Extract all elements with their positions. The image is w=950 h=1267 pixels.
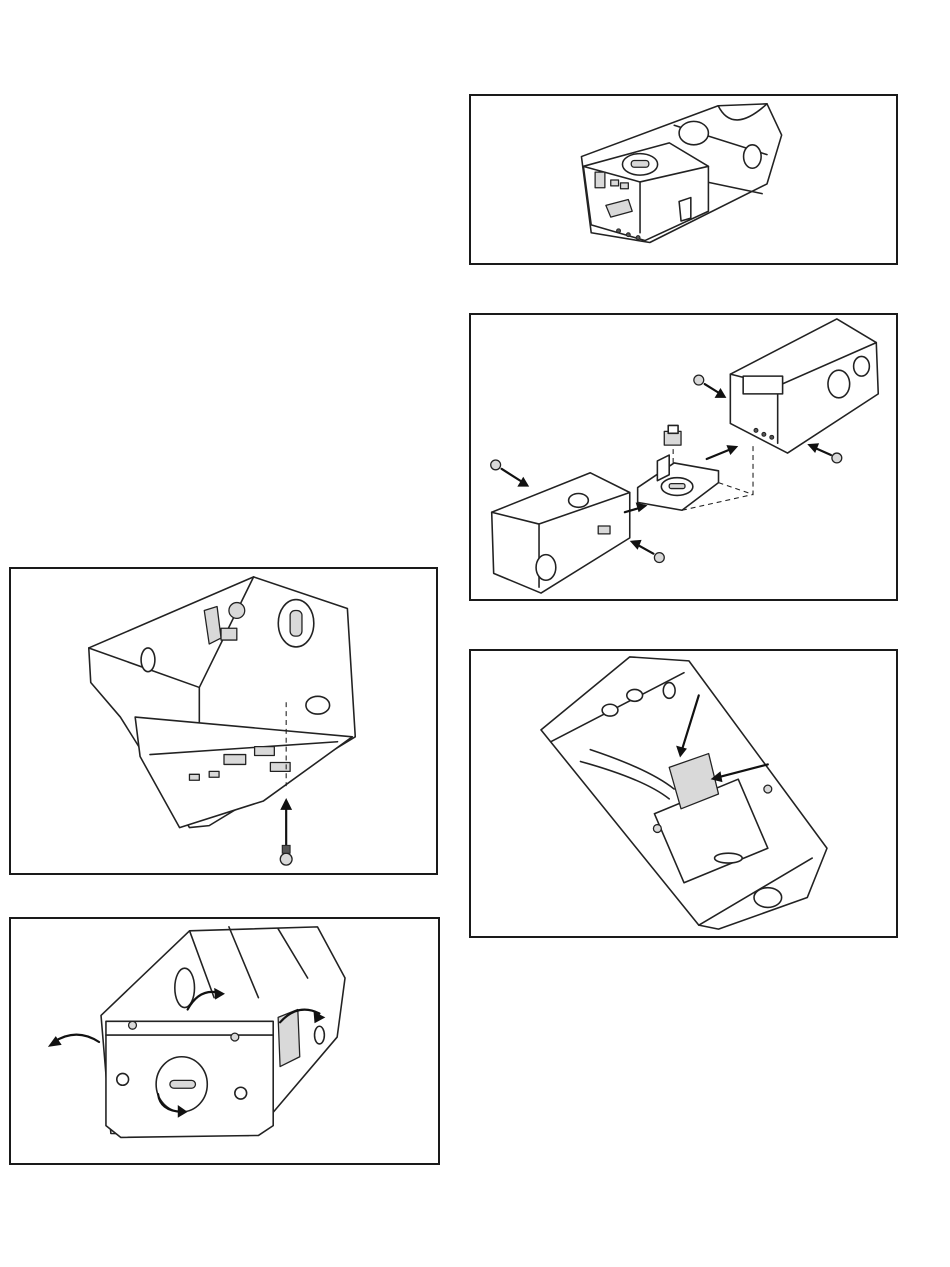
illustration-panel-underside-screw <box>9 567 438 875</box>
illustration-panel-bracket-installed <box>469 94 898 265</box>
exploded-assembly-illustration <box>471 315 896 599</box>
rotation-illustration <box>11 919 438 1163</box>
bracket-installed-illustration <box>471 96 896 263</box>
wiring-illustration <box>471 651 896 936</box>
illustration-panel-exploded-assembly <box>469 313 898 601</box>
illustration-panel-rotation <box>9 917 440 1165</box>
underside-screw-illustration <box>11 569 436 873</box>
illustration-panel-wiring <box>469 649 898 938</box>
